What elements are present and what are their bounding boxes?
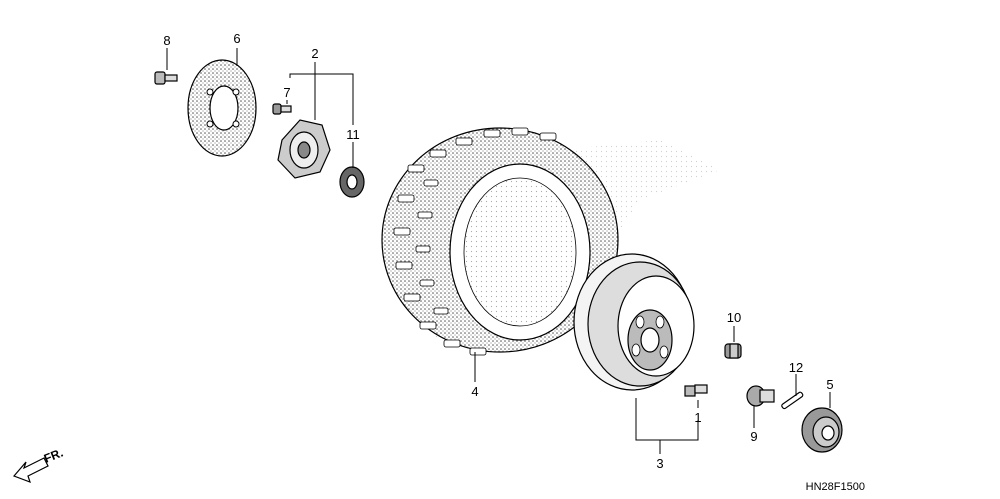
callout-11: 11 [346, 127, 360, 142]
part-7-bolt [272, 103, 292, 115]
callouts: 8 6 2 7 11 4 10 12 5 1 9 3 [163, 31, 833, 471]
part-12-cotter-pin [781, 391, 804, 410]
part-4-tire [381, 127, 619, 356]
callout-6: 6 [233, 31, 240, 46]
callout-8: 8 [163, 33, 170, 48]
front-direction-indicator: FR. [12, 446, 65, 484]
part-10-nut [724, 343, 742, 359]
part-9-nut [746, 385, 775, 407]
diagram-code: HN28F1500 [806, 481, 865, 493]
callout-4: 4 [471, 384, 478, 399]
callout-12: 12 [789, 360, 803, 375]
part-3-wheel-rim [573, 253, 695, 391]
callout-9: 9 [750, 429, 757, 444]
front-arrow-icon [12, 457, 49, 484]
callout-1: 1 [694, 410, 701, 425]
part-8-bolt [154, 71, 178, 85]
part-1-valve [684, 384, 708, 397]
part-6-brake-disc [187, 59, 257, 157]
leader-lines [166, 48, 831, 454]
front-label: FR. [42, 446, 65, 466]
callout-7: 7 [283, 85, 290, 100]
part-5-hub-cap [801, 407, 843, 453]
callout-5: 5 [826, 377, 833, 392]
callout-10: 10 [727, 310, 741, 325]
part-11-bearing [339, 166, 365, 198]
callout-3: 3 [656, 456, 663, 471]
part-2-hub [277, 119, 331, 179]
callout-2: 2 [311, 46, 318, 61]
